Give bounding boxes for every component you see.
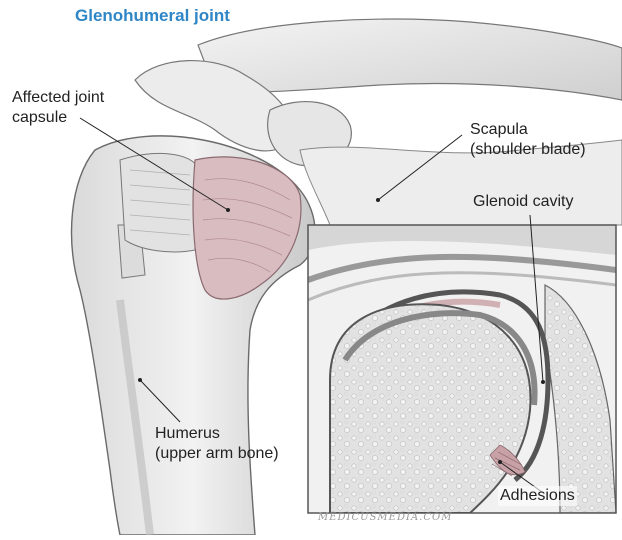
label-humerus-line1: Humerus xyxy=(155,424,279,444)
label-glenoid-cavity: Glenoid cavity xyxy=(473,192,574,212)
label-adhesions: Adhesions xyxy=(498,486,577,506)
label-humerus: Humerus (upper arm bone) xyxy=(155,424,279,464)
label-scapula-line1: Scapula xyxy=(470,120,586,140)
label-humerus-line2: (upper arm bone) xyxy=(155,444,279,464)
label-scapula: Scapula (shoulder blade) xyxy=(470,120,586,160)
watermark: MEDICUSMEDIA.COM xyxy=(318,512,452,523)
inset-detail xyxy=(308,225,616,513)
label-scapula-line2: (shoulder blade) xyxy=(470,140,586,160)
affected-capsule xyxy=(193,157,301,299)
label-affected-capsule: Affected joint capsule xyxy=(12,88,104,128)
label-affected-capsule-line2: capsule xyxy=(12,108,104,128)
label-affected-capsule-line1: Affected joint xyxy=(12,88,104,108)
diagram-title: Glenohumeral joint xyxy=(75,6,230,26)
